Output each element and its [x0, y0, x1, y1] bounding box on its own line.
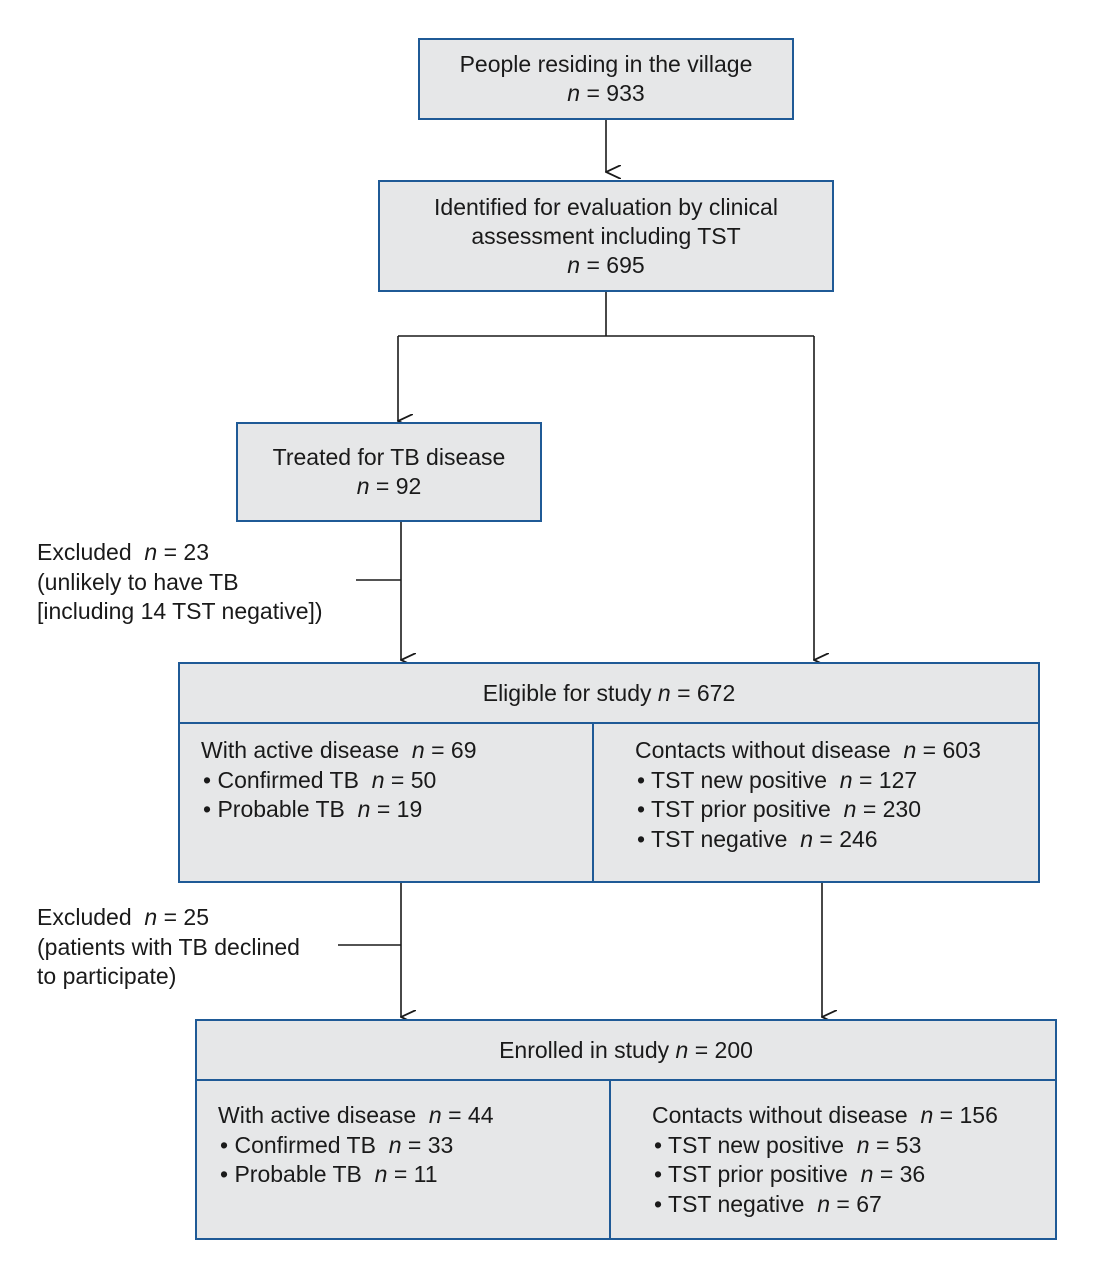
excluded1-n-value: = 23: [163, 539, 209, 565]
enrolled-header-label: Enrolled in study: [499, 1036, 670, 1063]
box2-title-line2: assessment including TST: [471, 222, 741, 249]
n-symbol: n: [567, 80, 581, 106]
list-item: • Confirmed TB n = 33: [220, 1131, 454, 1158]
eligible-right-title-n: = 603: [922, 737, 981, 763]
excluded2-label: Excluded: [37, 904, 132, 930]
n-symbol: n: [411, 737, 425, 763]
excluded1-reason-line1: (unlikely to have TB: [37, 568, 239, 595]
enrolled-left-title: With active disease: [218, 1102, 417, 1128]
box-eligible-for-study: Eligible for study n = 672 With active d…: [178, 662, 1040, 883]
eligible-left-title-n: = 69: [431, 737, 477, 763]
box1-n-value: = 933: [586, 80, 645, 106]
enrolled-right-title: Contacts without disease: [652, 1102, 908, 1128]
n-symbol: n: [920, 1102, 934, 1128]
list-item: • TST negative n = 246: [637, 825, 878, 852]
enrolled-header-n: = 200: [694, 1036, 753, 1063]
enrolled-left-title-n: = 44: [448, 1102, 494, 1128]
n-symbol: n: [567, 251, 581, 278]
list-item: • Probable TB n = 11: [220, 1161, 438, 1187]
box1-title: People residing in the village: [459, 51, 753, 77]
n-symbol: n: [428, 1102, 442, 1128]
excluded-note-2: Excluded n = 25 (patients with TB declin…: [37, 903, 300, 992]
box3-n-value: = 92: [375, 473, 422, 499]
n-symbol: n: [903, 737, 917, 763]
excluded-note-1: Excluded n = 23 (unlikely to have TB [in…: [37, 538, 323, 627]
box2-title-line1: Identified for evaluation by clinical: [434, 193, 778, 220]
excluded2-reason-line1: (patients with TB declined: [37, 933, 300, 960]
excluded2-n-value: = 25: [163, 904, 209, 930]
enrolled-active-disease-column: With active disease n = 44 • Confirmed T…: [197, 1081, 611, 1238]
list-item: • TST prior positive n = 36: [654, 1161, 926, 1187]
box-enrolled-in-study: Enrolled in study n = 200 With active di…: [195, 1019, 1057, 1240]
eligible-header-label: Eligible for study: [482, 679, 652, 706]
box-identified-for-evaluation: Identified for evaluation by clinical as…: [378, 180, 834, 292]
enrolled-header: Enrolled in study n = 200: [197, 1021, 1055, 1081]
n-symbol: n: [356, 473, 370, 499]
enrolled-right-title-n: = 156: [939, 1102, 998, 1128]
eligible-header-n: = 672: [677, 679, 736, 706]
eligible-header: Eligible for study n = 672: [180, 664, 1038, 724]
excluded1-reason-line2: [including 14 TST negative]): [37, 598, 323, 624]
list-item: • Probable TB n = 19: [203, 796, 423, 822]
excluded1-label: Excluded: [37, 539, 132, 565]
list-item: • Confirmed TB n = 50: [203, 766, 437, 793]
n-symbol: n: [675, 1036, 689, 1063]
eligible-active-disease-column: With active disease n = 69 • Confirmed T…: [180, 724, 594, 881]
eligible-contacts-column: Contacts without disease n = 603 • TST n…: [594, 724, 1038, 881]
list-item: • TST new positive n = 53: [654, 1131, 922, 1158]
eligible-right-title: Contacts without disease: [635, 737, 891, 763]
list-item: • TST prior positive n = 230: [637, 796, 922, 822]
list-item: • TST negative n = 67: [654, 1190, 882, 1217]
n-symbol: n: [144, 539, 158, 565]
enrolled-contacts-column: Contacts without disease n = 156 • TST n…: [611, 1081, 1055, 1238]
excluded2-reason-line2: to participate): [37, 963, 177, 989]
n-symbol: n: [657, 679, 671, 706]
box-treated-for-tb: Treated for TB disease n = 92: [236, 422, 542, 522]
box-village-population: People residing in the village n = 933: [418, 38, 794, 120]
n-symbol: n: [144, 904, 158, 930]
box2-n-value: = 695: [586, 251, 645, 278]
box3-title: Treated for TB disease: [272, 444, 506, 470]
eligible-left-title: With active disease: [201, 737, 400, 763]
list-item: • TST new positive n = 127: [637, 766, 918, 793]
